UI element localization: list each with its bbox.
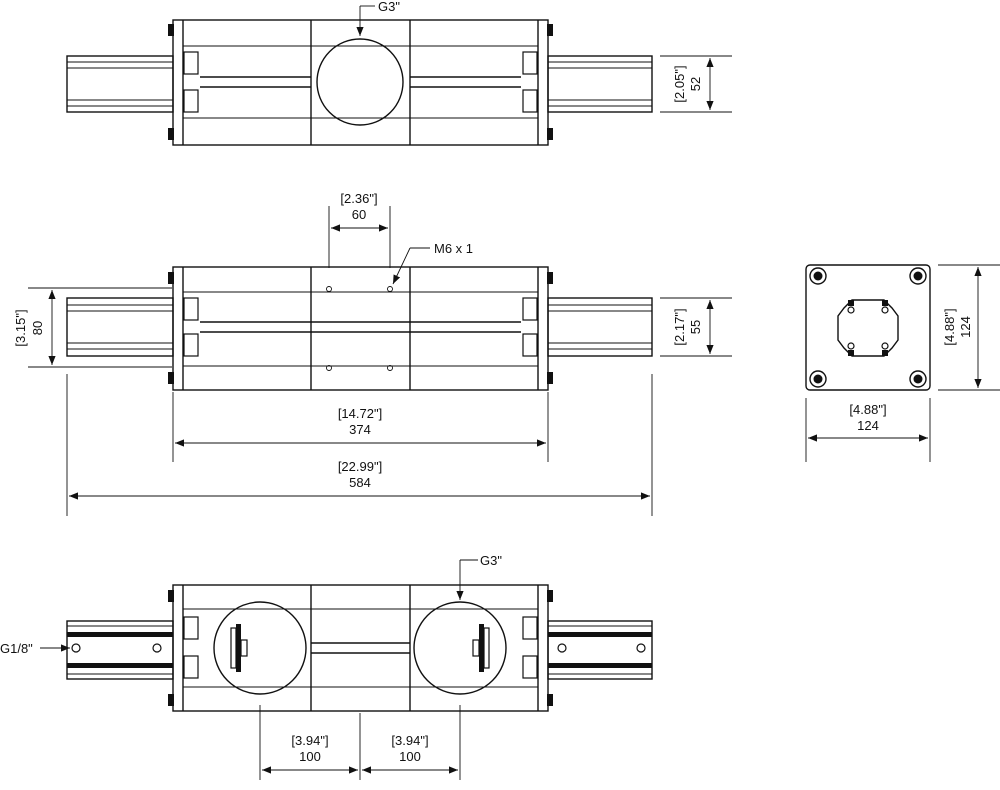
- front-view-body: [168, 266, 553, 391]
- top-view-body: [168, 19, 553, 146]
- spacing-left-mm: 100: [299, 749, 321, 764]
- total-length-mm: 584: [349, 475, 371, 490]
- overall-height-mm: 80: [30, 321, 45, 335]
- front-view-hole: [387, 365, 393, 371]
- bottom-view-left-rail: [66, 620, 174, 680]
- end-view: [4.88"] 124 [4.88"] 124: [805, 264, 1000, 462]
- overall-height-inch: [3.15"]: [13, 309, 28, 346]
- bottom-view-right-rail: [547, 620, 653, 680]
- hole-spacing-inch: [2.36"]: [340, 191, 377, 206]
- bottom-view: G3" G1/8" [3.94"] 100 [3.94"] 100: [0, 553, 653, 780]
- top-view: G3" [2.05"] 52: [66, 0, 732, 146]
- top-view-right-rail: [547, 55, 653, 113]
- bottom-view-port-right: [413, 601, 507, 695]
- top-view-height-mm: 52: [688, 77, 703, 91]
- body-length-inch: [14.72"]: [338, 406, 382, 421]
- body-length-mm: 374: [349, 422, 371, 437]
- end-view-width-inch: [4.88"]: [849, 402, 886, 417]
- bottom-view-body: [168, 584, 553, 712]
- spacing-left-inch: [3.94"]: [291, 733, 328, 748]
- hole-spacing-mm: 60: [352, 207, 366, 222]
- end-view-height-mm: 124: [958, 316, 973, 338]
- rail-height-inch: [2.17"]: [672, 308, 687, 345]
- front-view-left-rail: [66, 297, 174, 357]
- spacing-right-inch: [3.94"]: [391, 733, 428, 748]
- top-view-port-label: G3": [378, 0, 400, 14]
- front-view-hole: [387, 286, 393, 292]
- rail-height-mm: 55: [688, 320, 703, 334]
- end-view-width-mm: 124: [857, 418, 879, 433]
- bottom-view-port-left: [213, 601, 307, 695]
- front-view-hole: [326, 286, 332, 292]
- top-view-left-rail: [66, 55, 174, 113]
- top-view-port-circle: [316, 38, 404, 126]
- front-view-hole: [326, 365, 332, 371]
- bottom-view-port-label: G3": [480, 553, 502, 568]
- end-view-height-inch: [4.88"]: [942, 308, 957, 345]
- end-view-profile: [837, 299, 899, 357]
- front-view-right-rail: [547, 297, 653, 357]
- total-length-inch: [22.99"]: [338, 459, 382, 474]
- thread-label: M6 x 1: [434, 241, 473, 256]
- spacing-right-mm: 100: [399, 749, 421, 764]
- top-view-height-inch: [2.05"]: [672, 65, 687, 102]
- front-view: [2.36"] 60 M6 x 1 [3.15"] 80 [2.17"] 55 …: [13, 191, 732, 516]
- side-port-label: G1/8": [0, 641, 33, 656]
